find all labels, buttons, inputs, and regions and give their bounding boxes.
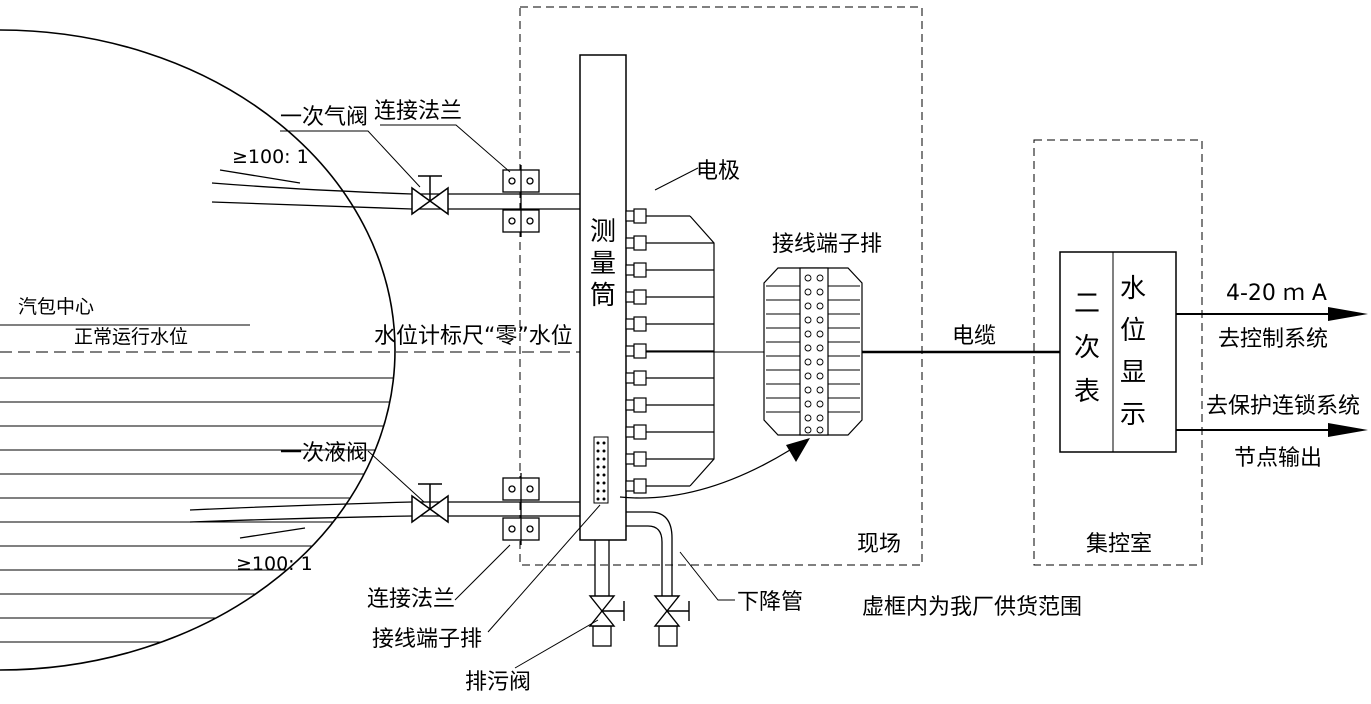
flange-top-label: 连接法兰 xyxy=(374,99,462,124)
primary-liquid-valve-label: 一次液阀 xyxy=(280,441,368,466)
cable-label: 电缆 xyxy=(952,324,996,349)
downcomer-label: 下降管 xyxy=(737,590,803,615)
current-signal-label: 4-20 ｍ A xyxy=(1226,281,1327,306)
liquid-pipe xyxy=(189,501,580,539)
cable-to-terminal xyxy=(619,449,791,499)
slope-bottom-label: ≥100: 1 xyxy=(236,553,313,575)
protection-output-arrow xyxy=(1328,423,1368,437)
control-output-arrow xyxy=(1328,307,1368,321)
cylinder-char-1: 测 xyxy=(590,217,616,247)
meter-char-1: 二 xyxy=(1074,289,1100,319)
normal-water-level-label: 正常运行水位 xyxy=(74,326,188,348)
terminal-block-bottom-label: 接线端子排 xyxy=(372,627,482,652)
flange-bottom-icon xyxy=(502,473,540,545)
cable-arrow xyxy=(786,438,810,462)
steam-valve-icon xyxy=(411,175,449,216)
internal-terminal-icon xyxy=(593,436,609,504)
node-output-label: 节点输出 xyxy=(1234,446,1322,471)
display-char-1: 水 xyxy=(1120,274,1146,304)
flange-bottom-label: 连接法兰 xyxy=(367,587,455,612)
secondary-meter-box xyxy=(1059,251,1177,453)
downcomer-valve-icon xyxy=(653,595,690,627)
liquid-valve-icon xyxy=(411,483,449,524)
electrode-array xyxy=(625,208,714,494)
supply-scope-box xyxy=(519,6,923,566)
to-control-label: 去控制系统 xyxy=(1218,327,1328,352)
steam-pipe xyxy=(211,169,580,210)
drain-valve-icon xyxy=(588,595,625,627)
supply-note-label: 虚框内为我厂供货范围 xyxy=(862,595,1082,620)
terminal-block xyxy=(763,267,863,436)
primary-steam-valve-label: 一次气阀 xyxy=(280,105,368,130)
field-label: 现场 xyxy=(857,532,901,557)
drum-center-label: 汽包中心 xyxy=(18,296,94,318)
display-char-4: 示 xyxy=(1120,400,1146,430)
meter-char-2: 次 xyxy=(1074,333,1100,363)
display-char-2: 位 xyxy=(1120,316,1146,346)
cylinder-char-2: 量 xyxy=(590,249,616,279)
leader-lines xyxy=(280,124,735,669)
control-room-box xyxy=(1033,139,1203,566)
control-room-label: 集控室 xyxy=(1086,532,1152,557)
gauge-zero-label: 水位计标尺“零”水位 xyxy=(374,324,573,349)
to-protection-label: 去保护连锁系统 xyxy=(1206,394,1360,419)
display-char-3: 显 xyxy=(1120,358,1146,388)
terminal-block-top-label: 接线端子排 xyxy=(772,232,882,257)
cylinder-char-3: 筒 xyxy=(590,281,616,311)
slope-top-label: ≥100: 1 xyxy=(232,146,309,168)
electrode-label: 电极 xyxy=(696,159,740,184)
flange-top-icon xyxy=(502,165,540,237)
downcomer-pipe xyxy=(626,511,678,647)
meter-char-3: 表 xyxy=(1074,377,1100,407)
drain-valve-label: 排污阀 xyxy=(465,670,531,695)
electrode-bundle xyxy=(689,215,715,487)
drain-pipe xyxy=(592,540,612,647)
